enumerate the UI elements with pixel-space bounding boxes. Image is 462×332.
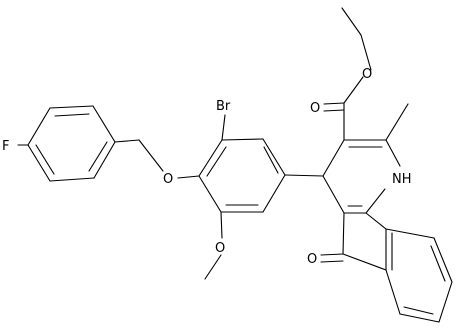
ester-carbonyl-bond bbox=[323, 102, 345, 105]
methoxy-oxygen-label: O bbox=[215, 241, 225, 256]
fluorine-label: F bbox=[2, 139, 9, 154]
central-phenyl-ring bbox=[198, 138, 286, 213]
ester-alkoxy-oxygen-label: O bbox=[362, 67, 372, 82]
c-omethoxy-bond bbox=[220, 211, 223, 239]
o-aryl-bond bbox=[177, 175, 200, 179]
cyclopentenone-ring bbox=[342, 212, 387, 271]
ketone-double-bond-2 bbox=[320, 260, 344, 263]
ethyl-ch2-bond bbox=[360, 34, 372, 71]
ester-carbonyl-bond-2 bbox=[323, 109, 345, 112]
nh-label: NH bbox=[392, 172, 412, 187]
ether-oxygen-label: O bbox=[163, 172, 173, 187]
ester-carbonyl-oxygen-label: O bbox=[310, 101, 320, 116]
fluorophenyl-ring bbox=[27, 105, 116, 182]
c2-methyl-bond bbox=[385, 103, 409, 141]
aryl-c4-bond bbox=[284, 174, 324, 177]
dihydropyridine-ring bbox=[322, 139, 401, 214]
c-br-bond bbox=[221, 114, 226, 141]
benzo-ring bbox=[385, 228, 453, 323]
benzyl-ch2-bond bbox=[114, 139, 140, 143]
bromine-label: Br bbox=[216, 99, 231, 114]
ch2-o-bond bbox=[138, 139, 164, 172]
ketone-double-bond bbox=[320, 253, 344, 256]
ethyl-ch3-bond bbox=[341, 7, 362, 36]
ketone-oxygen-label: O bbox=[307, 252, 317, 267]
ester-o-bond bbox=[343, 76, 364, 104]
methoxy-methyl-bond bbox=[204, 254, 222, 280]
